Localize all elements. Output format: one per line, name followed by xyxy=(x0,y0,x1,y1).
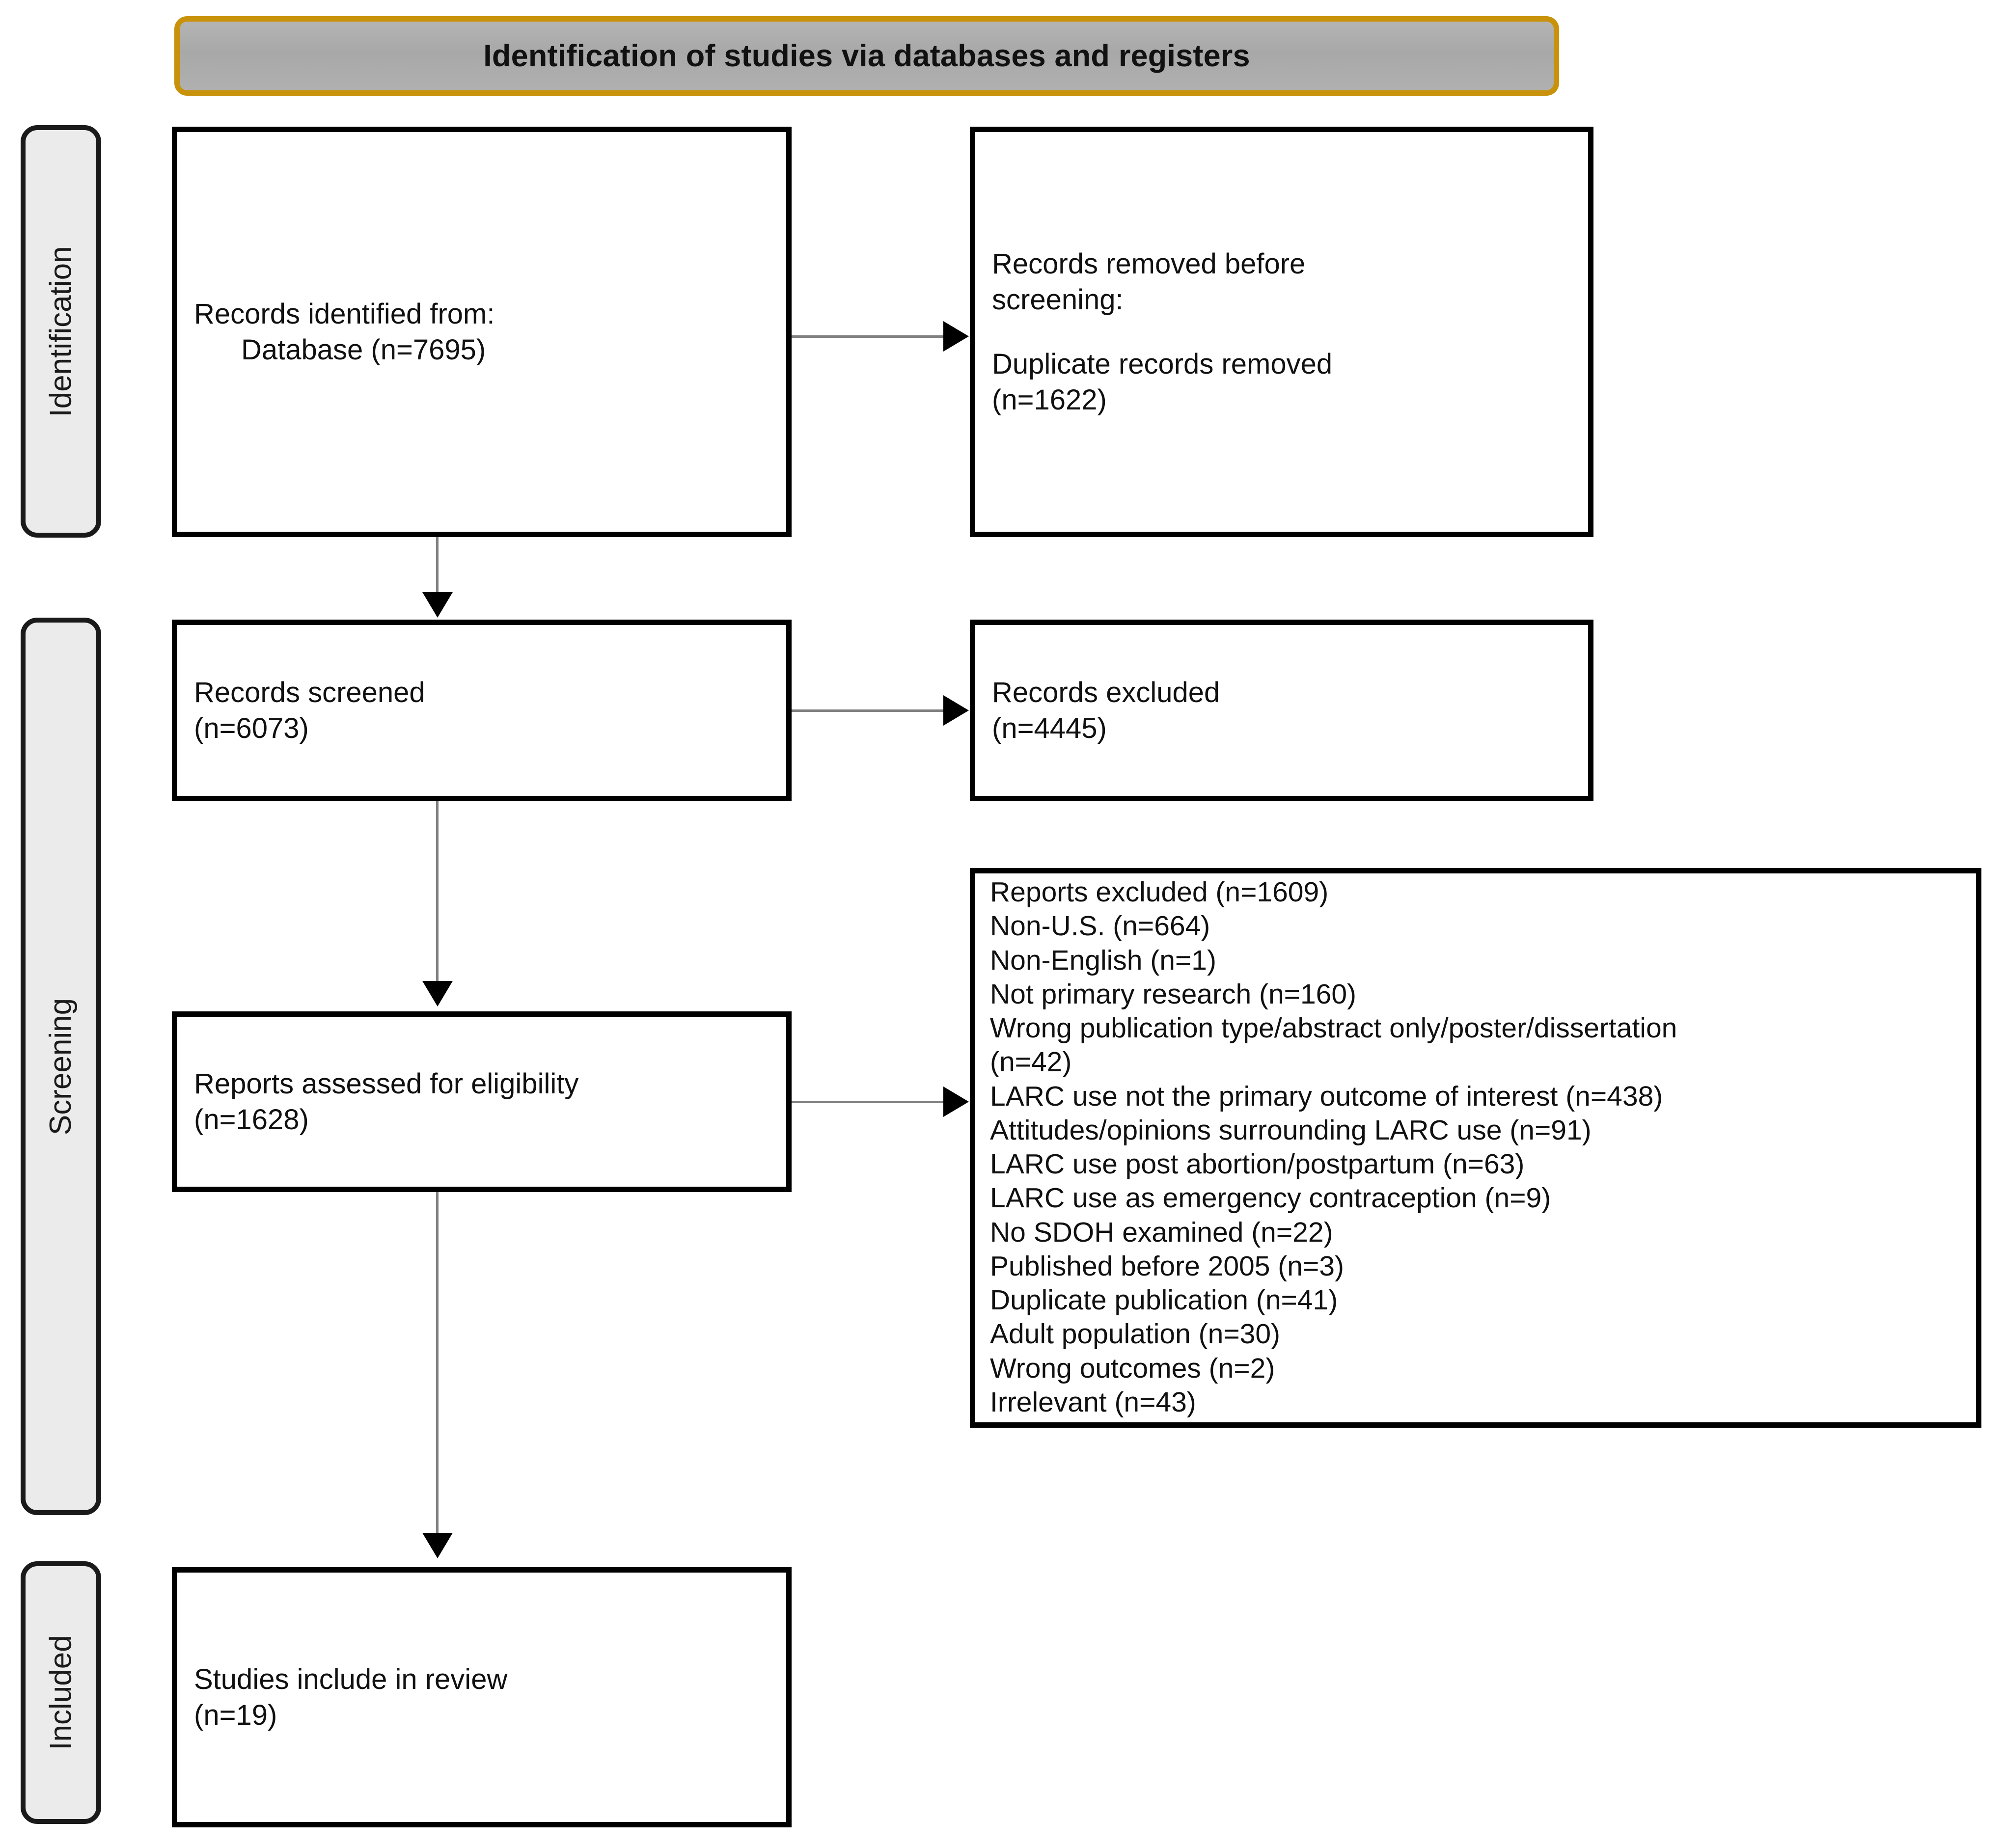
box-line: LARC use post abortion/postpartum (n=63) xyxy=(990,1148,1525,1180)
box-line: Irrelevant (n=43) xyxy=(990,1386,1196,1418)
arrow-down-icon xyxy=(422,592,453,618)
box-line: Wrong outcomes (n=2) xyxy=(990,1352,1275,1384)
arrow-right-icon xyxy=(943,695,969,726)
box-reports-assessed-content: Reports assessed for eligibility (n=1628… xyxy=(177,1066,786,1138)
arrow-identified-to-screened-line xyxy=(436,537,439,596)
stage-label-identification: Identification xyxy=(21,125,101,538)
box-reports-excluded-reasons-content: Reports excluded (n=1609) Non-U.S. (n=66… xyxy=(975,875,1976,1419)
arrow-screened-to-eligibility-line xyxy=(436,801,439,984)
box-line: Records identified from: xyxy=(194,298,495,330)
stage-label-included-text: Included xyxy=(44,1635,78,1750)
arrow-right-icon xyxy=(943,321,969,352)
box-line: (n=19) xyxy=(194,1699,277,1731)
box-line: Duplicate publication (n=41) xyxy=(990,1284,1338,1316)
box-records-removed-content: Records removed before screening: Duplic… xyxy=(975,246,1588,418)
box-line: Records removed before xyxy=(992,247,1306,280)
box-line: Duplicate records removed xyxy=(992,348,1333,380)
arrow-down-icon xyxy=(422,1533,453,1558)
box-line: Records excluded xyxy=(992,676,1220,708)
box-records-identified-content: Records identified from: Database (n=769… xyxy=(177,296,786,368)
box-records-excluded: Records excluded (n=4445) xyxy=(970,620,1593,801)
box-line: Published before 2005 (n=3) xyxy=(990,1250,1344,1282)
box-line: (n=1622) xyxy=(992,384,1107,416)
arrow-right-icon xyxy=(943,1087,969,1117)
box-reports-assessed-for-eligibility: Reports assessed for eligibility (n=1628… xyxy=(172,1011,792,1192)
box-line: Wrong publication type/abstract only/pos… xyxy=(990,1012,1677,1044)
box-records-identified: Records identified from: Database (n=769… xyxy=(172,127,792,537)
arrow-screened-to-excluded-line xyxy=(792,709,944,712)
diagram-title: Identification of studies via databases … xyxy=(483,39,1250,73)
box-line: Database (n=7695) xyxy=(241,334,486,366)
box-line: Adult population (n=30) xyxy=(990,1318,1281,1350)
box-line: screening: xyxy=(992,283,1124,316)
stage-label-identification-text: Identification xyxy=(44,245,78,417)
arrow-eligibility-to-included-line xyxy=(436,1192,439,1536)
arrow-identified-to-removed-line xyxy=(792,335,944,338)
box-line: (n=42) xyxy=(990,1046,1072,1078)
box-line: (n=1628) xyxy=(194,1104,309,1136)
box-line: Reports assessed for eligibility xyxy=(194,1067,579,1100)
box-line: No SDOH examined (n=22) xyxy=(990,1216,1333,1248)
box-records-removed-before-screening: Records removed before screening: Duplic… xyxy=(970,127,1593,537)
box-line: Attitudes/opinions surrounding LARC use … xyxy=(990,1114,1592,1146)
box-line: Studies include in review xyxy=(194,1663,508,1695)
box-line: (n=4445) xyxy=(992,712,1107,744)
box-records-screened-content: Records screened (n=6073) xyxy=(177,675,786,746)
box-studies-included-content: Studies include in review (n=19) xyxy=(177,1661,786,1733)
arrow-down-icon xyxy=(422,981,453,1006)
box-line: Records screened xyxy=(194,676,425,708)
box-line: Non-English (n=1) xyxy=(990,944,1216,976)
box-line: Non-U.S. (n=664) xyxy=(990,910,1210,942)
stage-label-screening: Screening xyxy=(21,618,101,1515)
box-line: Not primary research (n=160) xyxy=(990,978,1357,1010)
box-reports-excluded-reasons: Reports excluded (n=1609) Non-U.S. (n=66… xyxy=(970,868,1981,1428)
stage-label-included: Included xyxy=(21,1561,101,1824)
box-studies-included-in-review: Studies include in review (n=19) xyxy=(172,1567,792,1827)
box-line: LARC use not the primary outcome of inte… xyxy=(990,1080,1663,1112)
diagram-header-banner: Identification of studies via databases … xyxy=(174,16,1559,96)
box-line: LARC use as emergency contraception (n=9… xyxy=(990,1182,1551,1214)
box-line-spacer xyxy=(992,318,1571,346)
box-records-excluded-content: Records excluded (n=4445) xyxy=(975,675,1588,746)
arrow-eligibility-to-reasons-line xyxy=(792,1101,944,1103)
box-records-screened: Records screened (n=6073) xyxy=(172,620,792,801)
box-line: Reports excluded (n=1609) xyxy=(990,876,1329,908)
stage-label-screening-text: Screening xyxy=(44,998,78,1135)
box-line: (n=6073) xyxy=(194,712,309,744)
